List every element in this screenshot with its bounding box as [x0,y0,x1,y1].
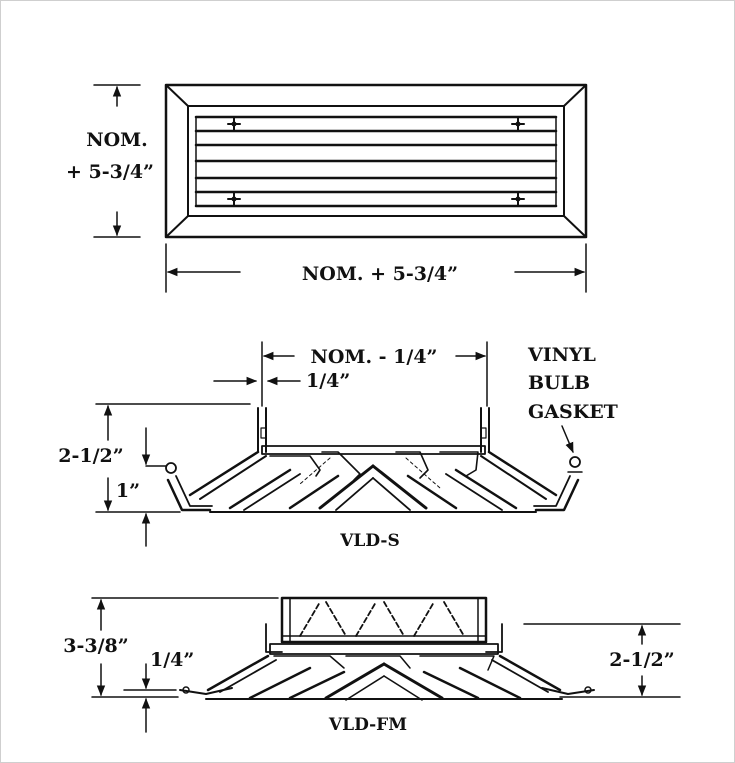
screw-icon [511,117,525,131]
vld-fm-height-outer-label: 3-3/8” [63,635,128,657]
vld-s-height-dimension: 2-1/2” 1” [58,403,251,547]
gasket-label-line2: BULB [528,372,590,394]
face-width-dimension: NOM. + 5-3/4” [165,243,587,293]
face-width-label: NOM. + 5-3/4” [302,263,458,285]
grille-frame [164,83,588,239]
screw-icon [227,117,241,131]
vld-fm-right-height-dimension: 2-1/2” [523,623,681,698]
vld-s-section: NOM. - 1/4” 1/4” VINYL BULB GASKET 2-1/2… [58,341,618,551]
vld-fm-section: 3-3/8” 1/4” 2-1/2” VLD-FM [63,596,681,735]
vld-fm-flange-label: 1/4” [150,649,194,671]
vld-fm-height-dimension: 3-3/8” 1/4” [63,597,279,733]
vld-fm-cones [205,654,563,701]
vld-s-top-label: NOM. - 1/4” [311,346,438,368]
vld-s-neck [257,407,490,455]
vld-s-inset-dimension: 1/4” [213,370,350,392]
vld-s-height-outer-label: 2-1/2” [58,445,123,467]
vld-s-cones [188,450,558,513]
vld-s-top-dimension: NOM. - 1/4” [261,341,488,407]
vld-s-height-inner-label: 1” [116,480,140,502]
gasket-label-line3: GASKET [528,401,618,423]
vinyl-bulb-gasket-icon [165,456,583,474]
vld-s-caption: VLD-S [339,531,400,551]
vld-s-flanges [166,475,580,512]
grille-blades [194,115,558,208]
vld-fm-caption: VLD-FM [328,715,407,735]
mounting-screw-icons [227,117,525,206]
gasket-label-line1: VINYL [527,344,596,366]
face-height-dimension: NOM. + 5-3/4” [66,84,154,238]
vld-s-gasket-callout: VINYL BULB GASKET [527,344,618,453]
vld-s-inset-label: 1/4” [306,370,350,392]
vld-fm-flanges [179,686,595,695]
face-height-label-line1: NOM. [86,129,148,151]
vld-fm-height-right-label: 2-1/2” [609,649,674,671]
face-height-label-line2: + 5-3/4” [66,161,154,183]
face-view: NOM. + 5-3/4” NOM. + 5-3/4” [66,83,588,293]
vld-fm-damper-box [265,596,503,655]
screw-icon [227,192,241,206]
screw-icon [511,192,525,206]
